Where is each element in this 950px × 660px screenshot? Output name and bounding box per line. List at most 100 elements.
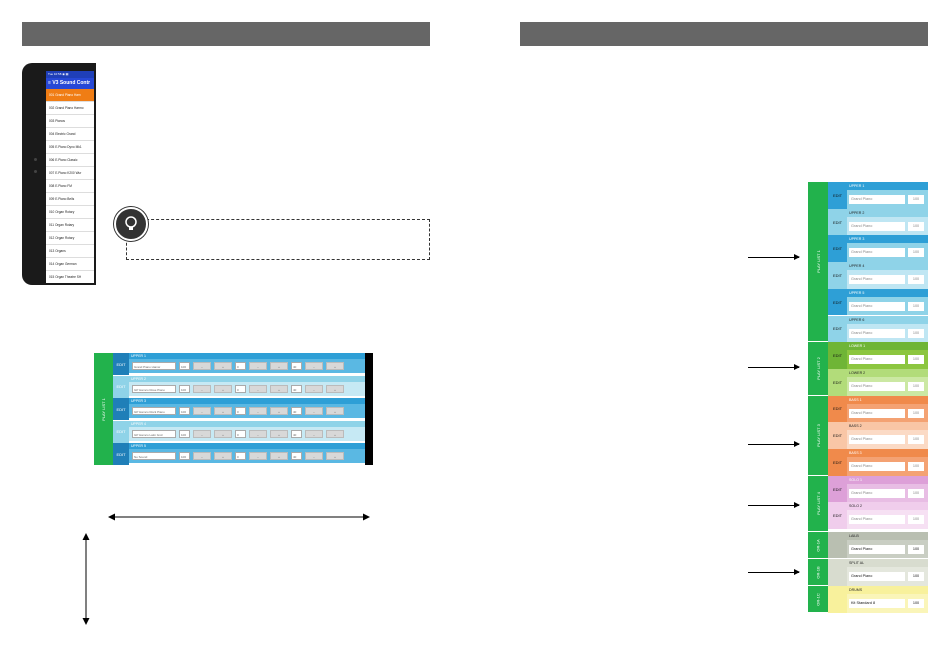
edit-button[interactable]: EDIT	[828, 475, 847, 503]
edit-button[interactable]: EDIT	[828, 395, 847, 423]
edit-button[interactable]	[828, 586, 847, 613]
reverb-up[interactable]: +	[326, 452, 344, 460]
edit-button[interactable]: EDIT	[828, 368, 847, 396]
sound-list-item[interactable]: 002 Grand Piano Harmo	[46, 102, 94, 115]
volume-up[interactable]: +	[214, 429, 232, 438]
sound-list-item[interactable]: 013 Organs	[46, 245, 94, 258]
reverb-field[interactable]: 40	[291, 384, 302, 393]
sound-list-item[interactable]: 004 Electric Grand	[46, 128, 94, 141]
sound-list-item[interactable]: 014 Organ German	[46, 258, 94, 271]
mid-edit-button[interactable]: EDIT	[113, 420, 129, 443]
reverb-field[interactable]: 40	[291, 452, 302, 460]
reverb-field[interactable]: 40	[291, 407, 302, 415]
reverb-down[interactable]: −	[305, 384, 323, 393]
volume-field[interactable]: 100	[908, 488, 924, 498]
volume-field[interactable]: 100	[908, 195, 924, 204]
sound-field[interactable]: Grand Piano	[849, 221, 905, 231]
volume-up[interactable]: +	[214, 384, 232, 393]
edit-button[interactable]	[828, 532, 847, 558]
sound-field[interactable]: Grand Piano Hamw	[132, 362, 176, 370]
sound-field[interactable]: Kit Standard 8	[849, 599, 905, 608]
volume-field[interactable]: 100	[908, 515, 924, 525]
volume-field[interactable]: 100	[179, 452, 190, 460]
sound-list-item[interactable]: 003 Pianos	[46, 115, 94, 128]
sound-list-item[interactable]: 010 Organ Rotary	[46, 206, 94, 219]
volume-field[interactable]: 100	[179, 384, 190, 393]
sound-list-item[interactable]: 012 Organ Rotary	[46, 232, 94, 245]
volume-field[interactable]: 100	[908, 462, 924, 471]
reverb-up[interactable]: +	[326, 362, 344, 370]
sound-field[interactable]: Grand Piano	[849, 572, 905, 581]
sound-list-item[interactable]: 011 Organ Rotary	[46, 219, 94, 232]
sound-list-item[interactable]: 005 E.Piano Dyno Mk1	[46, 141, 94, 154]
transpose-down[interactable]: −	[249, 384, 267, 393]
reverb-up[interactable]: +	[326, 429, 344, 438]
edit-button[interactable]: EDIT	[828, 449, 847, 476]
sound-field[interactable]: GP Hamco Rock Piano	[132, 407, 176, 415]
mid-edit-button[interactable]: EDIT	[113, 353, 129, 375]
sound-list-item[interactable]: 015 Organ Theatre SH	[46, 271, 94, 283]
transpose-up[interactable]: +	[270, 407, 288, 415]
volume-field[interactable]: 100	[908, 221, 924, 231]
mid-edit-button[interactable]: EDIT	[113, 398, 129, 420]
sound-field[interactable]: Grand Piano	[849, 381, 905, 391]
reverb-down[interactable]: −	[305, 407, 323, 415]
reverb-down[interactable]: −	[305, 452, 323, 460]
reverb-up[interactable]: +	[326, 384, 344, 393]
edit-button[interactable]: EDIT	[828, 182, 847, 209]
transpose-up[interactable]: +	[270, 452, 288, 460]
volume-down[interactable]: −	[193, 362, 211, 370]
sound-field[interactable]: Grand Piano	[849, 275, 905, 285]
volume-up[interactable]: +	[214, 362, 232, 370]
transpose-up[interactable]: +	[270, 429, 288, 438]
transpose-up[interactable]: +	[270, 384, 288, 393]
reverb-down[interactable]: −	[305, 429, 323, 438]
transpose-down[interactable]: −	[249, 407, 267, 415]
volume-field[interactable]: 100	[908, 545, 924, 554]
reverb-up[interactable]: +	[326, 407, 344, 415]
volume-field[interactable]: 100	[908, 275, 924, 285]
sound-list-item[interactable]: 008 E.Piano FM	[46, 180, 94, 193]
sound-field[interactable]: Grand Piano	[849, 328, 905, 338]
edit-button[interactable]: EDIT	[828, 288, 847, 316]
transpose-field[interactable]: 0	[235, 452, 246, 460]
reverb-field[interactable]: 40	[291, 362, 302, 370]
sound-field[interactable]: Grand Piano	[849, 408, 905, 418]
volume-field[interactable]: 100	[908, 435, 924, 445]
transpose-down[interactable]: −	[249, 452, 267, 460]
edit-button[interactable]: EDIT	[828, 422, 847, 449]
transpose-down[interactable]: −	[249, 362, 267, 370]
volume-field[interactable]: 100	[908, 408, 924, 418]
volume-field[interactable]: 100	[908, 355, 924, 365]
transpose-up[interactable]: +	[270, 362, 288, 370]
sound-list-item[interactable]: 001 Grand Piano Ham	[46, 89, 94, 102]
mid-edit-button[interactable]: EDIT	[113, 375, 129, 398]
volume-down[interactable]: −	[193, 407, 211, 415]
volume-down[interactable]: −	[193, 384, 211, 393]
transpose-field[interactable]: 0	[235, 362, 246, 370]
edit-button[interactable]: EDIT	[828, 262, 847, 289]
edit-button[interactable]: EDIT	[828, 342, 847, 369]
edit-button[interactable]: EDIT	[828, 502, 847, 530]
sound-field[interactable]: Grand Piano	[849, 435, 905, 445]
volume-field[interactable]: 100	[179, 362, 190, 370]
volume-up[interactable]: +	[214, 452, 232, 460]
volume-field[interactable]: 100	[179, 429, 190, 438]
sound-field[interactable]: Grand Piano	[849, 462, 905, 471]
volume-field[interactable]: 100	[179, 407, 190, 415]
mid-edit-button[interactable]: EDIT	[113, 443, 129, 465]
sound-list-item[interactable]: 007 E.Piano K200 Wur	[46, 167, 94, 180]
volume-field[interactable]: 100	[908, 381, 924, 391]
sound-field[interactable]: GP Hamco Rose Piano	[132, 384, 176, 393]
edit-button[interactable]: EDIT	[828, 235, 847, 263]
sound-field[interactable]: Grand Piano	[849, 301, 905, 311]
volume-field[interactable]: 100	[908, 328, 924, 338]
volume-field[interactable]: 100	[908, 248, 924, 258]
menu-icon[interactable]: ≡	[48, 80, 51, 86]
sound-field[interactable]: No Sound	[132, 452, 176, 460]
volume-field[interactable]: 100	[908, 301, 924, 311]
transpose-field[interactable]: 0	[235, 429, 246, 438]
sound-list-item[interactable]: 009 E.Piano Bells	[46, 193, 94, 206]
transpose-field[interactable]: 0	[235, 384, 246, 393]
sound-field[interactable]: Grand Piano	[849, 515, 905, 525]
